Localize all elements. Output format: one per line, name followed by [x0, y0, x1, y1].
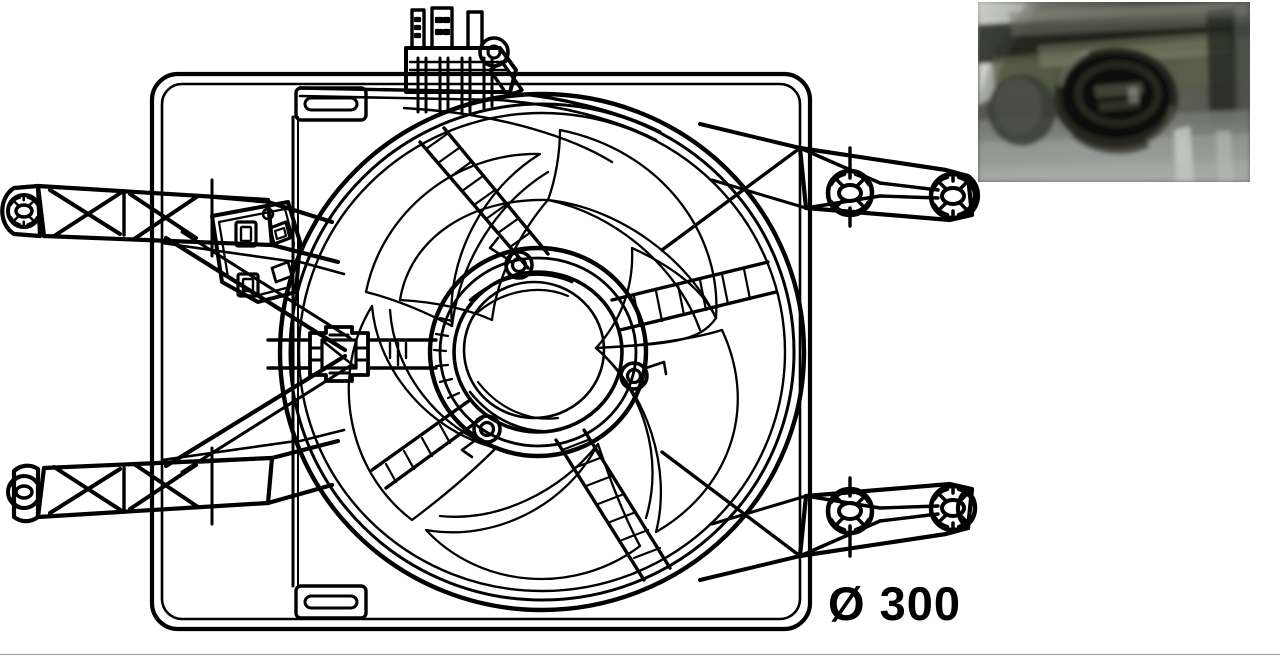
motor-hub	[427, 236, 668, 459]
mount-bracket-upper-left	[0, 178, 352, 353]
shroud-slot-bottom	[294, 584, 368, 620]
fan-support-struts	[370, 126, 778, 582]
shroud-slot-top	[294, 86, 368, 122]
shroud-braces	[160, 241, 346, 462]
control-module	[210, 200, 302, 304]
mount-bracket-lower-right	[660, 450, 975, 582]
cross-mount-fitting	[266, 325, 438, 383]
footer-divider	[0, 654, 1280, 655]
connector-photo-inset	[978, 2, 1250, 182]
fan-outer-ring	[277, 91, 807, 613]
fan-blades	[347, 128, 739, 581]
hub-boss-right	[619, 360, 668, 391]
connector-block	[298, 6, 662, 164]
hub-boss-top	[488, 236, 534, 280]
shroud-frame	[149, 71, 813, 632]
mount-bracket-upper-right	[660, 122, 981, 252]
connector-photo-image	[978, 2, 1250, 182]
hub-boss-lower-left	[460, 414, 502, 459]
diameter-dimension-label: Ø 300	[828, 577, 962, 630]
